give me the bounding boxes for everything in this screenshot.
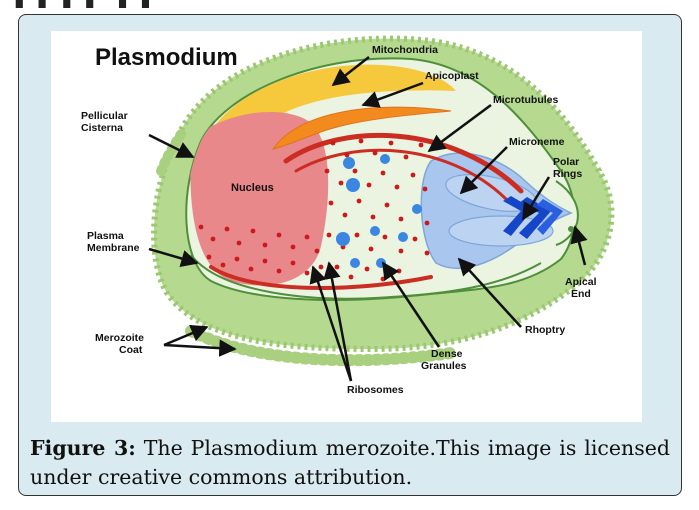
label-cisterna: Cisterna	[81, 122, 123, 134]
diagram-title: Plasmodium	[95, 44, 238, 71]
label-microneme: Microneme	[509, 136, 565, 148]
label-apical: Apical	[565, 276, 597, 288]
label-granules: Granules	[421, 360, 467, 372]
label-coat: Coat	[119, 344, 143, 356]
nucleus	[190, 112, 328, 286]
cropped-previous-line: ▘▖▗▝▖▗▘ ▖▗▝▘	[0, 0, 699, 8]
label-microtubules: Microtubules	[493, 94, 558, 106]
label-end: End	[571, 288, 591, 300]
label-polar: Polar	[553, 156, 579, 168]
figure-caption: Figure 3: The Plasmodium merozoite.This …	[30, 434, 670, 492]
label-rings: Rings	[553, 168, 582, 180]
label-nucleus: Nucleus	[231, 182, 274, 194]
label-membrane: Membrane	[87, 242, 140, 254]
caption-label: Figure 3:	[30, 436, 136, 460]
label-rhoptry: Rhoptry	[525, 324, 565, 336]
plasmodium-diagram: Plasmodium Mitochondria Apicoplast Micro…	[51, 31, 642, 422]
label-mitochondria: Mitochondria	[372, 44, 438, 56]
label-dense: Dense	[431, 348, 463, 360]
label-apicoplast: Apicoplast	[425, 70, 479, 82]
label-pellicular: Pellicular	[81, 110, 128, 122]
label-merozoite: Merozoite	[95, 332, 144, 344]
label-ribosomes: Ribosomes	[347, 384, 404, 396]
label-plasma: Plasma	[87, 230, 124, 242]
